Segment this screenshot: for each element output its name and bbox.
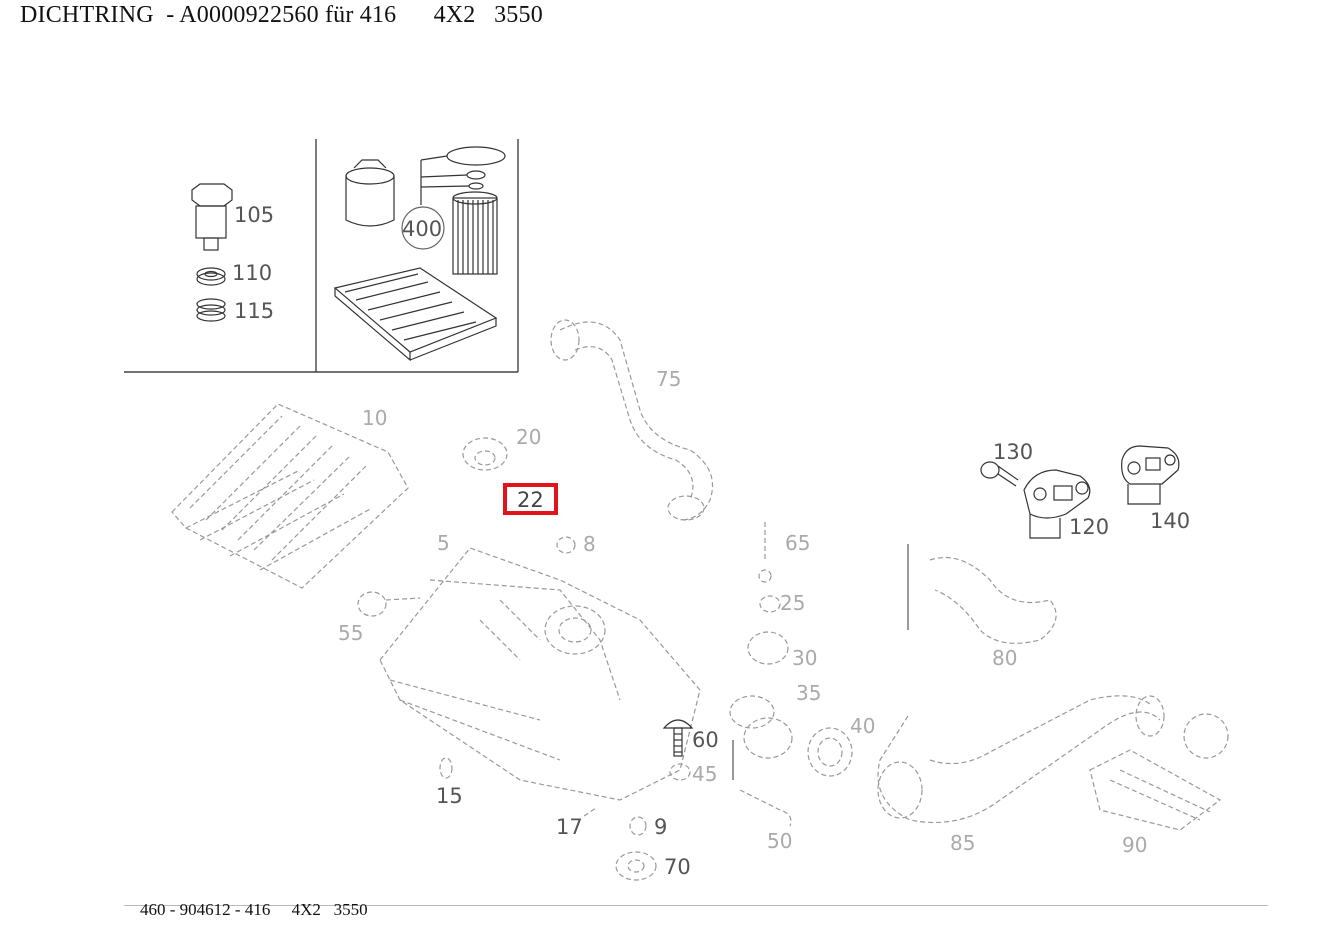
part-17-icon bbox=[583, 807, 597, 817]
label-55: 55 bbox=[338, 621, 363, 645]
cover-plate-10-icon bbox=[171, 403, 409, 589]
label-5: 5 bbox=[437, 531, 450, 555]
footer-divider bbox=[124, 905, 1268, 906]
label-85: 85 bbox=[950, 831, 975, 855]
engine-block-icon bbox=[379, 547, 701, 801]
footer-caption: 460 - 904612 - 416 4X2 3550 bbox=[140, 900, 368, 919]
part-9-icon bbox=[629, 816, 647, 836]
label-140: 140 bbox=[1150, 509, 1190, 533]
label-40: 40 bbox=[850, 714, 875, 738]
small-parts-column-icon bbox=[729, 522, 793, 759]
sensor-120-icon bbox=[1023, 469, 1091, 539]
label-400: 400 bbox=[402, 217, 442, 241]
air-filter-icon bbox=[333, 267, 498, 362]
part-50-icon bbox=[732, 740, 792, 827]
label-17: 17 bbox=[556, 815, 583, 839]
label-45: 45 bbox=[692, 762, 717, 786]
hose-80-icon bbox=[907, 544, 1057, 644]
inset-box bbox=[124, 139, 519, 373]
intake-hose-75-icon bbox=[550, 319, 714, 521]
label-90: 90 bbox=[1122, 833, 1147, 857]
bolt-105-icon bbox=[191, 183, 233, 251]
part-90-icon bbox=[1089, 713, 1229, 831]
label-50: 50 bbox=[767, 829, 792, 853]
label-70: 70 bbox=[664, 855, 691, 879]
label-25: 25 bbox=[780, 591, 805, 615]
sensor-140-icon bbox=[1121, 445, 1180, 505]
label-8: 8 bbox=[583, 532, 596, 556]
label-75: 75 bbox=[656, 367, 681, 391]
label-130: 130 bbox=[993, 440, 1033, 464]
label-30: 30 bbox=[792, 646, 817, 670]
label-65: 65 bbox=[785, 531, 810, 555]
ring-40-icon bbox=[807, 727, 853, 777]
seal-rings-icon bbox=[420, 146, 506, 205]
label-80: 80 bbox=[992, 646, 1017, 670]
part-15-icon bbox=[439, 757, 453, 779]
part-45-icon bbox=[669, 763, 691, 781]
label-20: 20 bbox=[516, 425, 541, 449]
label-15: 15 bbox=[436, 784, 463, 808]
screw-130-icon bbox=[980, 461, 1019, 487]
part-20-icon bbox=[462, 437, 508, 471]
part-70-icon bbox=[615, 851, 657, 881]
label-115: 115 bbox=[234, 299, 274, 323]
label-105: 105 bbox=[234, 203, 274, 227]
label-120: 120 bbox=[1069, 515, 1109, 539]
hose-85-icon bbox=[877, 695, 1165, 824]
spring-115-icon bbox=[196, 298, 226, 322]
label-22-highlighted: 22 bbox=[517, 488, 544, 512]
label-60: 60 bbox=[692, 728, 719, 752]
label-10: 10 bbox=[362, 406, 387, 430]
part-8-icon bbox=[556, 536, 576, 554]
washer-110-icon bbox=[196, 267, 226, 286]
bolt-60-icon bbox=[662, 719, 694, 757]
page-title: DICHTRING - A0000922560 für 416 4X2 3550 bbox=[20, 2, 543, 28]
filter-housing-icon bbox=[345, 159, 395, 227]
label-35: 35 bbox=[796, 681, 821, 705]
highlight-box-22[interactable] bbox=[503, 483, 558, 515]
oil-filter-element-icon bbox=[452, 191, 498, 275]
label-110: 110 bbox=[232, 261, 272, 285]
label-9: 9 bbox=[654, 815, 667, 839]
part-55-icon bbox=[357, 591, 421, 617]
